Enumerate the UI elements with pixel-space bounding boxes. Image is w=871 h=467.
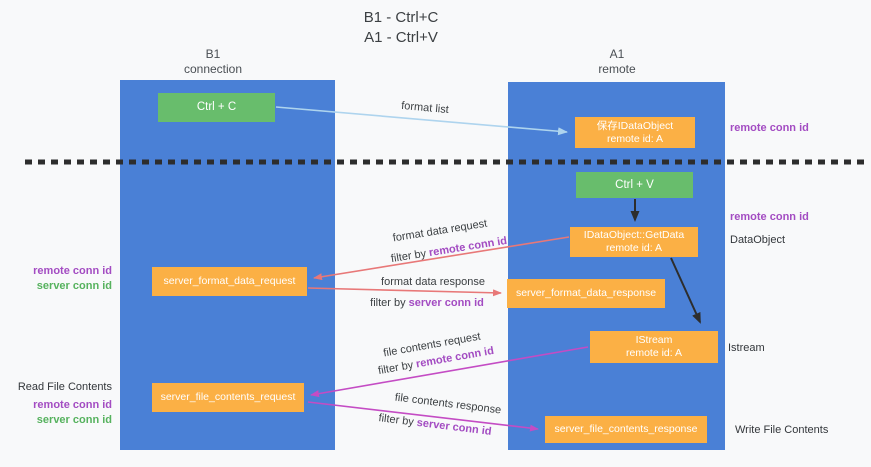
filter-by-text: filter by — [390, 247, 431, 266]
label-read-file-contents: Read File Contents — [17, 381, 112, 393]
label-remote-conn-id-left2: remote conn id — [33, 399, 112, 411]
filter-by-text: filter by — [377, 412, 418, 429]
label-remote-conn-id-mid: remote conn id — [730, 211, 809, 223]
node-server-format-data-request: server_format_data_request — [152, 267, 307, 296]
anno-file-contents-response: file contents response — [394, 391, 502, 417]
server-file-contents-request-label: server_file_contents_request — [160, 391, 296, 403]
filter-by-text: filter by — [370, 297, 409, 309]
anno-filter-server-1: filter by server conn id — [370, 297, 484, 309]
lifeline-a1-role: remote — [598, 62, 636, 76]
server-conn-id-text: server conn id — [408, 297, 484, 309]
arrow-format-data-response — [307, 287, 502, 297]
save-idataobject-line2: remote id: A — [606, 132, 664, 145]
ctrl-c-label: Ctrl + C — [196, 101, 237, 113]
lifeline-header-b1: B1 connection — [133, 47, 293, 77]
node-istream: IStream remote id: A — [590, 331, 718, 363]
label-write-file-contents: Write File Contents — [735, 424, 829, 436]
getdata-line2: remote id: A — [605, 242, 663, 254]
label-istream: Istream — [728, 342, 765, 354]
server-file-contents-response-label: server_file_contents_response — [554, 423, 698, 435]
label-dataobject: DataObject — [730, 234, 786, 246]
save-idataobject-line1: 保存IDataObject — [596, 119, 674, 132]
anno-format-list: format list — [400, 99, 450, 117]
server-format-data-response-label: server_format_data_response — [515, 287, 657, 299]
lifeline-b1-role: connection — [183, 62, 243, 76]
lifeline-a1-name: A1 — [609, 47, 625, 61]
label-remote-conn-id-top: remote conn id — [730, 122, 809, 134]
node-ctrl-v: Ctrl + V — [576, 172, 693, 198]
lifeline-b1-name: B1 — [205, 47, 221, 61]
title-line-1: B1 - Ctrl+C — [363, 9, 439, 26]
node-server-file-contents-request: server_file_contents_request — [152, 383, 304, 412]
label-server-conn-id-left1: server conn id — [36, 280, 112, 292]
istream-line2: remote id: A — [625, 347, 683, 359]
diagram-title: B1 - Ctrl+C A1 - Ctrl+V — [301, 8, 501, 48]
server-format-data-request-label: server_format_data_request — [163, 275, 296, 287]
lifeline-header-a1: A1 remote — [537, 47, 697, 77]
node-ctrl-c: Ctrl + C — [158, 93, 275, 122]
node-save-idataobject: 保存IDataObject remote id: A — [575, 117, 695, 148]
ctrl-v-label: Ctrl + V — [615, 178, 654, 191]
anno-format-data-response: format data response — [381, 276, 485, 288]
label-remote-conn-id-left1: remote conn id — [33, 265, 112, 277]
server-conn-id-text: server conn id — [416, 416, 493, 438]
getdata-line1: IDataObject::GetData — [583, 229, 685, 241]
node-server-file-contents-response: server_file_contents_response — [545, 416, 707, 443]
node-server-format-data-response: server_format_data_response — [507, 279, 665, 308]
label-server-conn-id-left2: server conn id — [36, 414, 112, 426]
node-idataobject-getdata: IDataObject::GetData remote id: A — [570, 227, 698, 257]
anno-filter-server-2: filter by server conn id — [378, 412, 492, 438]
istream-line1: IStream — [635, 334, 673, 346]
remote-conn-id-text: remote conn id — [428, 234, 508, 260]
title-line-2: A1 - Ctrl+V — [364, 29, 438, 46]
filter-by-text: filter by — [377, 358, 418, 378]
